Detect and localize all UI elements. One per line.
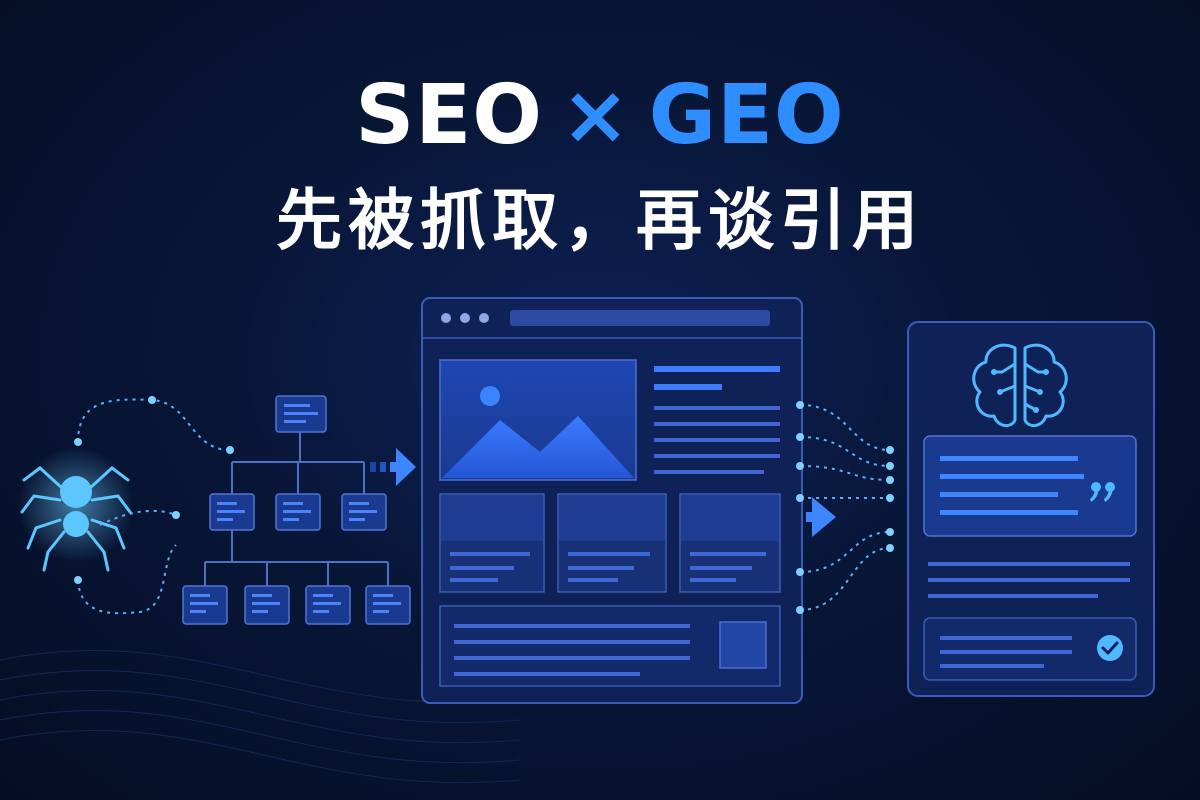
spider-icon [18, 447, 134, 572]
flow-dots [796, 401, 894, 614]
headline-subtitle: 先被抓取，再谈引用 [276, 182, 924, 259]
citation-flow-lines [799, 404, 891, 611]
image-placeholder-icon [439, 359, 637, 481]
headline: SEO×GEO [0, 66, 1200, 166]
content-cards [439, 493, 781, 593]
content-footer-block [439, 605, 781, 687]
headline-seo: SEO [355, 68, 544, 163]
quote-card [923, 435, 1137, 537]
headline-geo: GEO [648, 68, 845, 163]
quote-icon [1090, 482, 1115, 502]
verified-source-card [923, 617, 1137, 681]
sitemap-tree [182, 395, 411, 625]
browser-window [421, 297, 803, 704]
connector-dots [74, 396, 234, 584]
check-icon [1097, 635, 1123, 661]
ai-answer-panel [907, 321, 1155, 697]
headline-cross: × [561, 68, 631, 163]
arrow-right-icon [806, 497, 836, 537]
arrow-right-icon [370, 448, 416, 486]
crawler-connectors [77, 398, 231, 615]
